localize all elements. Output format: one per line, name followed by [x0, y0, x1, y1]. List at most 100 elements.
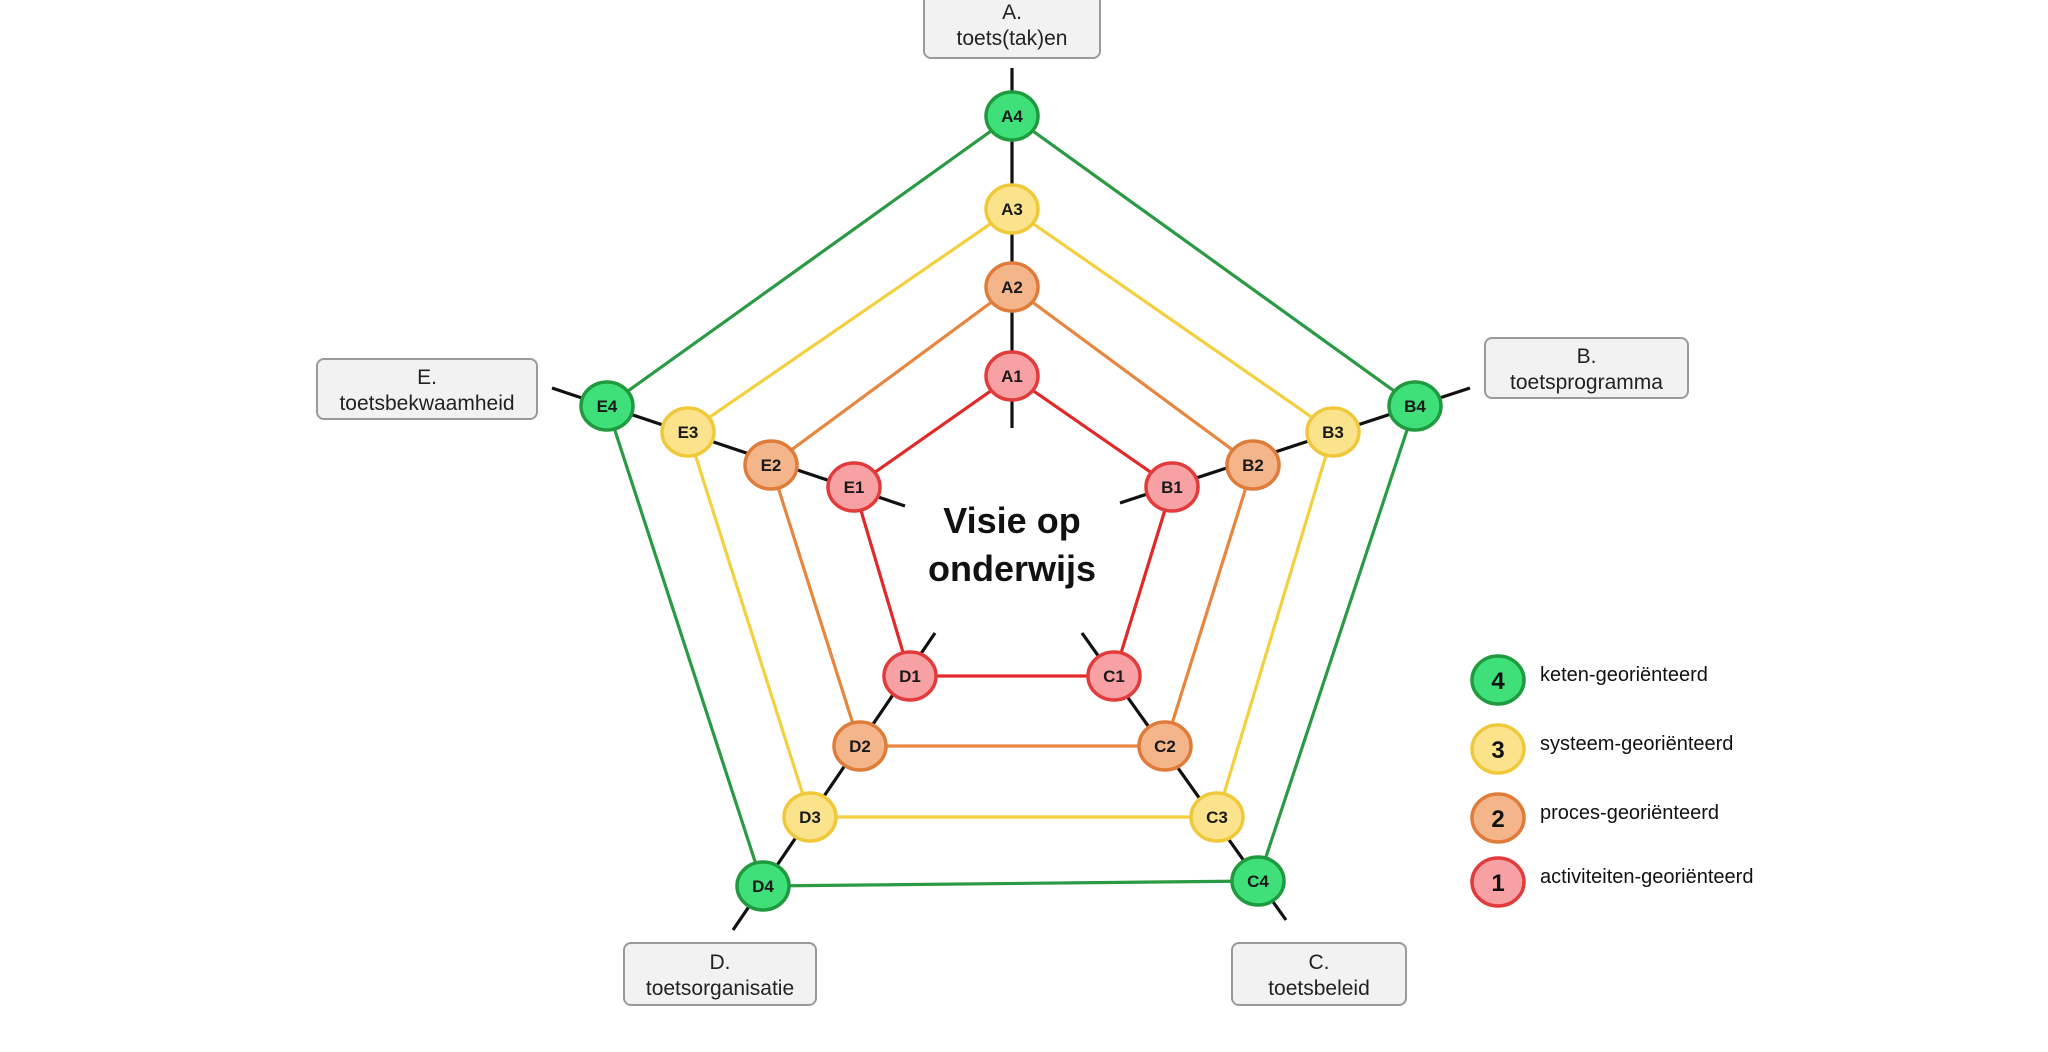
node-d4: D4: [735, 860, 791, 912]
legend-swatch: [1470, 792, 1526, 844]
center-title-line-2: onderwijs: [928, 548, 1096, 589]
legend-number: 4: [1491, 668, 1505, 695]
node-label: E3: [678, 423, 699, 442]
node-d3: D3: [782, 791, 838, 843]
node-a2: A2: [984, 261, 1040, 313]
axis-letter: D.: [710, 951, 731, 974]
level-rings: [605, 114, 1417, 888]
node-circle: [1137, 720, 1193, 772]
node-circle: [1086, 650, 1142, 702]
node-c4: C4: [1230, 855, 1286, 907]
node-label: D2: [849, 737, 871, 756]
axis-letter: B.: [1577, 345, 1597, 368]
center-title-line-1: Visie op: [943, 500, 1080, 541]
node-circle: [1387, 380, 1443, 432]
legend-swatch: [1470, 723, 1526, 775]
node-circle: [743, 439, 799, 491]
node-a3: A3: [984, 183, 1040, 235]
node-label: D3: [799, 808, 821, 827]
center-title: Visie op onderwijs: [928, 500, 1096, 589]
axis-letter: E.: [417, 366, 437, 389]
node-circle: [1305, 406, 1361, 458]
legend-swatch: [1470, 654, 1526, 706]
axis-box-e: E. toetsbekwaamheid: [316, 358, 538, 420]
node-label: C1: [1103, 667, 1125, 686]
node-e2: E2: [743, 439, 799, 491]
axis-box-frame: [623, 942, 817, 1006]
node-e1: E1: [826, 461, 882, 513]
axis-box-frame: [923, 0, 1101, 59]
node-label: D4: [752, 877, 774, 896]
node-circle: [1225, 439, 1281, 491]
node-circle: [984, 261, 1040, 313]
node-d2: D2: [832, 720, 888, 772]
node-e3: E3: [660, 406, 716, 458]
node-label: C3: [1206, 808, 1228, 827]
node-a1: A1: [984, 350, 1040, 402]
legend-number: 1: [1491, 870, 1504, 897]
ring-level-1: [852, 374, 1174, 678]
node-label: A4: [1001, 107, 1023, 126]
axis-label: toetsorganisatie: [646, 977, 794, 1000]
axis-label: toetsprogramma: [1510, 371, 1663, 394]
node-circle: [984, 90, 1040, 142]
node-b2: B2: [1225, 439, 1281, 491]
node-b1: B1: [1144, 461, 1200, 513]
axis-box-frame: [316, 358, 538, 420]
legend-swatch: [1470, 856, 1526, 908]
node-e4: E4: [579, 380, 635, 432]
node-label: A2: [1001, 278, 1023, 297]
node-label: E4: [597, 397, 618, 416]
node-circle: [1230, 855, 1286, 907]
axis-box-a: A.toets(tak)en: [923, 0, 1101, 59]
node-c3: C3: [1189, 791, 1245, 843]
node-circle: [660, 406, 716, 458]
node-circle: [735, 860, 791, 912]
axis-box-frame: [1484, 337, 1689, 399]
node-label: B4: [1404, 397, 1426, 416]
node-b3: B3: [1305, 406, 1361, 458]
node-label: C2: [1154, 737, 1176, 756]
axis-box-d: D. toetsorganisatie: [623, 942, 817, 1006]
node-circle: [984, 350, 1040, 402]
ring-level-3: [686, 207, 1335, 819]
node-circle: [882, 650, 938, 702]
node-label: D1: [899, 667, 921, 686]
node-label: C4: [1247, 872, 1269, 891]
node-label: E1: [844, 478, 865, 497]
axis-label: toetsbekwaamheid: [339, 392, 514, 415]
legend-item-level-1: 1 activiteiten-georiënteerd: [1470, 856, 1753, 908]
axis-label: toetsbeleid: [1268, 977, 1370, 1000]
axis-box-frame: [1231, 942, 1407, 1006]
node-circle: [826, 461, 882, 513]
axis-letter: C.: [1309, 951, 1330, 974]
node-circle: [832, 720, 888, 772]
node-label: B3: [1322, 423, 1344, 442]
ring-level-4: [605, 114, 1417, 888]
node-circle: [984, 183, 1040, 235]
legend-label: systeem-georiënteerd: [1540, 733, 1733, 755]
node-label: B2: [1242, 456, 1264, 475]
legend-label: activiteiten-georiënteerd: [1540, 866, 1753, 888]
node-circle: [579, 380, 635, 432]
node-c1: C1: [1086, 650, 1142, 702]
legend-label: proces-georiënteerd: [1540, 802, 1719, 824]
node-circle: [782, 791, 838, 843]
node-label: E2: [761, 456, 782, 475]
legend-item-level-2: 2 proces-georiënteerd: [1470, 792, 1719, 844]
axis-box-c: C. toetsbeleid: [1231, 942, 1407, 1006]
ring-level-2: [769, 285, 1255, 748]
axis-letter: A.: [1002, 1, 1022, 24]
node-b4: B4: [1387, 380, 1443, 432]
legend-number: 2: [1491, 806, 1504, 833]
axis-box-b: B. toetsprogramma: [1484, 337, 1689, 399]
node-circle: [1144, 461, 1200, 513]
node-d1: D1: [882, 650, 938, 702]
node-c2: C2: [1137, 720, 1193, 772]
